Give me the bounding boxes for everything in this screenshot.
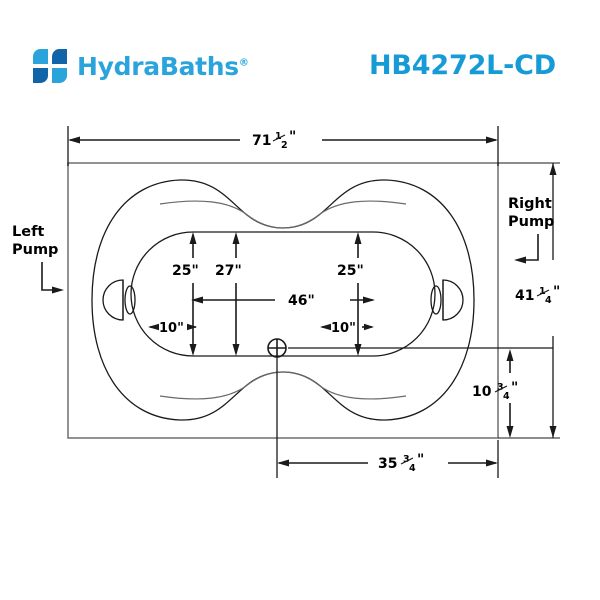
- annotation-left-pump: Left Pump: [12, 224, 64, 294]
- brand-wordmark-text: HydraBaths: [77, 51, 239, 81]
- dimension-left-inset: 10": [148, 321, 197, 336]
- dimension-center-depth: 27": [215, 232, 242, 356]
- dimension-drain-from-right-unit: ": [417, 452, 424, 468]
- brand-lockup: HydraBaths®: [32, 48, 249, 84]
- dimension-overall-height-denominator: 4: [545, 295, 552, 306]
- annotation-left-pump-line1: Left: [12, 224, 44, 240]
- dimension-drain-from-right: 35 3 4 ": [276, 357, 499, 478]
- annotation-right-pump-line2: Pump: [508, 214, 554, 230]
- tub-rim-line-bottom: [159, 371, 407, 400]
- tub-deck-outline: [67, 162, 499, 439]
- dimension-drain-from-bottom-numerator: 3: [497, 382, 504, 393]
- dimension-overall-width-numerator: 1: [275, 131, 282, 142]
- left-grab-handle-icon: [102, 279, 136, 321]
- tub-rim-line-top: [159, 200, 407, 229]
- dimension-overall-width-whole: 71: [252, 133, 271, 149]
- dimension-interior-length: 46": [191, 293, 375, 309]
- dimension-center-depth-label: 27": [215, 263, 242, 279]
- dimension-left-depth: 25": [172, 232, 199, 356]
- dimension-overall-height-unit: ": [553, 284, 560, 300]
- right-grab-handle-icon: [430, 279, 464, 321]
- brand-wordmark: HydraBaths®: [77, 54, 249, 79]
- page-header: HydraBaths® HB4272L-CD: [0, 0, 600, 115]
- dimension-overall-width-unit: ": [289, 129, 296, 145]
- tub-basin-outline: [130, 231, 436, 357]
- dimension-right-inset: 10": [320, 321, 374, 336]
- dimension-overall-height-numerator: 1: [539, 286, 546, 297]
- dimension-right-depth-label: 25": [337, 263, 364, 279]
- dimension-drain-from-right-numerator: 3: [403, 454, 410, 465]
- annotation-right-pump-line1: Right: [508, 196, 552, 212]
- tub-outer-contour: [91, 179, 475, 421]
- annotation-left-pump-line2: Pump: [12, 242, 58, 258]
- technical-drawing: 71 1 2 " 41 1 4 " 46": [12, 126, 560, 478]
- dimension-left-inset-label: 10": [159, 321, 184, 336]
- dimension-interior-length-label: 46": [288, 293, 315, 309]
- dimension-right-depth: 25": [337, 232, 364, 356]
- dimension-overall-width: 71 1 2 ": [67, 126, 499, 166]
- model-number: HB4272L-CD: [369, 50, 556, 81]
- drain-symbol-icon: [267, 338, 287, 358]
- dimension-left-depth-label: 25": [172, 263, 199, 279]
- dimension-overall-height-whole: 41: [515, 288, 534, 304]
- dimension-overall-height: 41 1 4 ": [498, 162, 560, 439]
- dimension-drain-from-bottom-unit: ": [511, 380, 518, 396]
- dimension-drain-from-right-denominator: 4: [409, 463, 416, 474]
- annotation-right-pump: Right Pump: [508, 196, 554, 264]
- dimension-right-inset-label: 10": [331, 321, 356, 336]
- dimension-drain-from-bottom-whole: 10: [472, 384, 492, 400]
- dimension-overall-width-denominator: 2: [281, 140, 288, 151]
- dimension-drain-from-bottom-denominator: 4: [503, 391, 510, 402]
- registered-trademark-symbol: ®: [238, 57, 249, 69]
- hydrabaths-logo-icon: [33, 49, 67, 83]
- dimension-drain-from-right-whole: 35: [378, 456, 397, 472]
- dimension-drain-from-bottom: 10 3 4 ": [288, 347, 553, 438]
